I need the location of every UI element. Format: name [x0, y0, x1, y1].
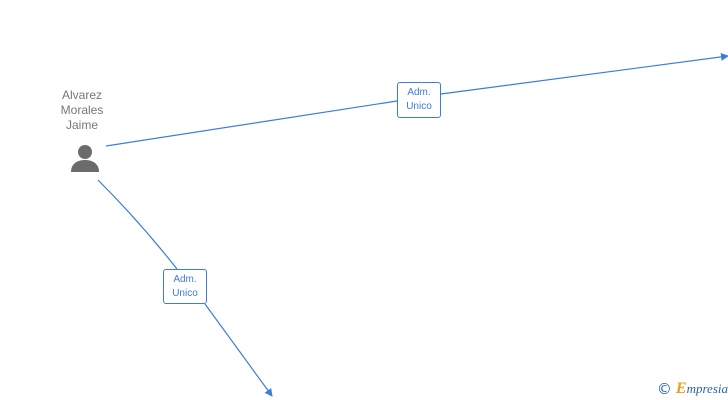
copyright-icon: ©: [656, 380, 672, 398]
edge-line-to-right-company: [105, 56, 728, 147]
edge-line-to-bottom-company: [97, 179, 272, 396]
person-name-line-3: Jaime: [65, 118, 98, 132]
person-node-name[interactable]: Alvarez Morales Jaime: [46, 88, 118, 133]
edge-label-line-1: Adm.: [173, 274, 197, 285]
brand-logo-text: mpresia: [686, 381, 728, 396]
edge-label-adm-unico-bottom[interactable]: Adm. Unico: [163, 269, 207, 304]
edge-label-line-2: Unico: [406, 101, 432, 112]
edge-label-line-1: Adm.: [407, 87, 431, 98]
brand-logo: Empresia: [676, 380, 728, 398]
person-icon[interactable]: [68, 143, 102, 175]
brand-logo-initial: E: [675, 380, 687, 397]
edge-label-line-2: Unico: [172, 288, 198, 299]
person-name-line-2: Morales: [60, 103, 104, 117]
edge-label-adm-unico-right[interactable]: Adm. Unico: [397, 82, 441, 118]
brand-watermark: © Empresia: [657, 380, 728, 398]
person-name-line-1: Alvarez: [61, 88, 102, 102]
